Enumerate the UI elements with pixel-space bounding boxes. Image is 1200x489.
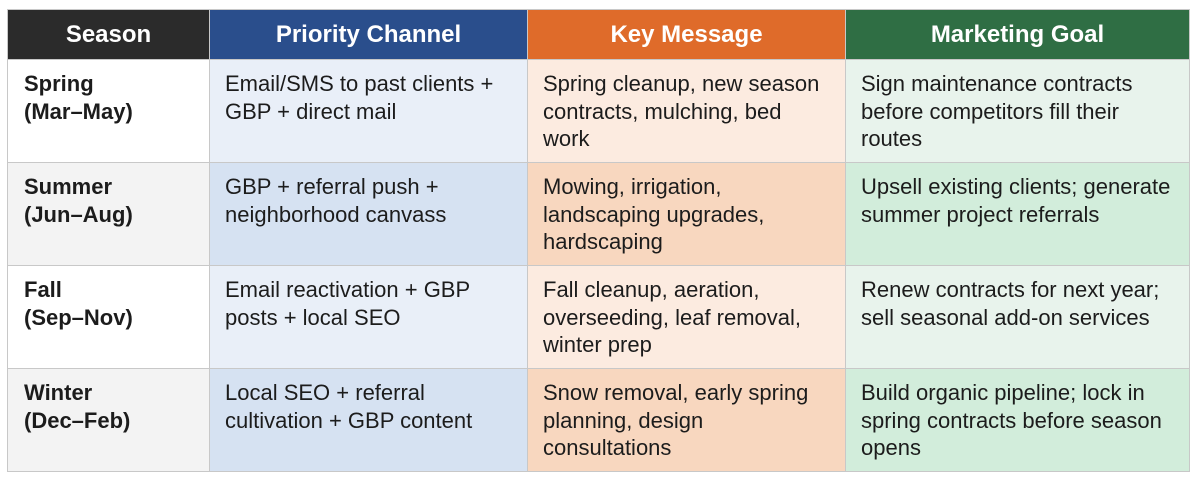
channel-cell: GBP + referral push + neighborhood canva… <box>209 162 528 266</box>
season-name: Summer (Jun–Aug) <box>24 174 133 227</box>
header-marketing-goal: Marketing Goal <box>845 9 1190 60</box>
season-name: Fall (Sep–Nov) <box>24 277 133 330</box>
header-key-message: Key Message <box>527 9 846 60</box>
season-cell: Winter (Dec–Feb) <box>7 368 210 472</box>
header-row: Season Priority Channel Key Message Mark… <box>7 9 1190 60</box>
message-cell: Mowing, irrigation, landscaping upgrades… <box>527 162 846 266</box>
season-cell: Summer (Jun–Aug) <box>7 162 210 266</box>
season-name: Winter (Dec–Feb) <box>24 380 131 433</box>
table-row: Summer (Jun–Aug) GBP + referral push + n… <box>7 162 1190 266</box>
seasonal-marketing-table: Season Priority Channel Key Message Mark… <box>7 9 1190 472</box>
goal-cell: Renew contracts for next year; sell seas… <box>845 265 1190 369</box>
goal-cell: Upsell existing clients; generate summer… <box>845 162 1190 266</box>
message-cell: Spring cleanup, new season contracts, mu… <box>527 59 846 163</box>
table-row: Winter (Dec–Feb) Local SEO + referral cu… <box>7 368 1190 472</box>
season-name: Spring (Mar–May) <box>24 71 133 124</box>
message-cell: Fall cleanup, aeration, overseeding, lea… <box>527 265 846 369</box>
table-row: Fall (Sep–Nov) Email reactivation + GBP … <box>7 265 1190 369</box>
channel-cell: Local SEO + referral cultivation + GBP c… <box>209 368 528 472</box>
header-season: Season <box>7 9 210 60</box>
message-cell: Snow removal, early spring planning, des… <box>527 368 846 472</box>
table-row: Spring (Mar–May) Email/SMS to past clien… <box>7 59 1190 163</box>
header-priority-channel: Priority Channel <box>209 9 528 60</box>
season-cell: Fall (Sep–Nov) <box>7 265 210 369</box>
goal-cell: Build organic pipeline; lock in spring c… <box>845 368 1190 472</box>
channel-cell: Email/SMS to past clients + GBP + direct… <box>209 59 528 163</box>
channel-cell: Email reactivation + GBP posts + local S… <box>209 265 528 369</box>
season-cell: Spring (Mar–May) <box>7 59 210 163</box>
goal-cell: Sign maintenance contracts before compet… <box>845 59 1190 163</box>
